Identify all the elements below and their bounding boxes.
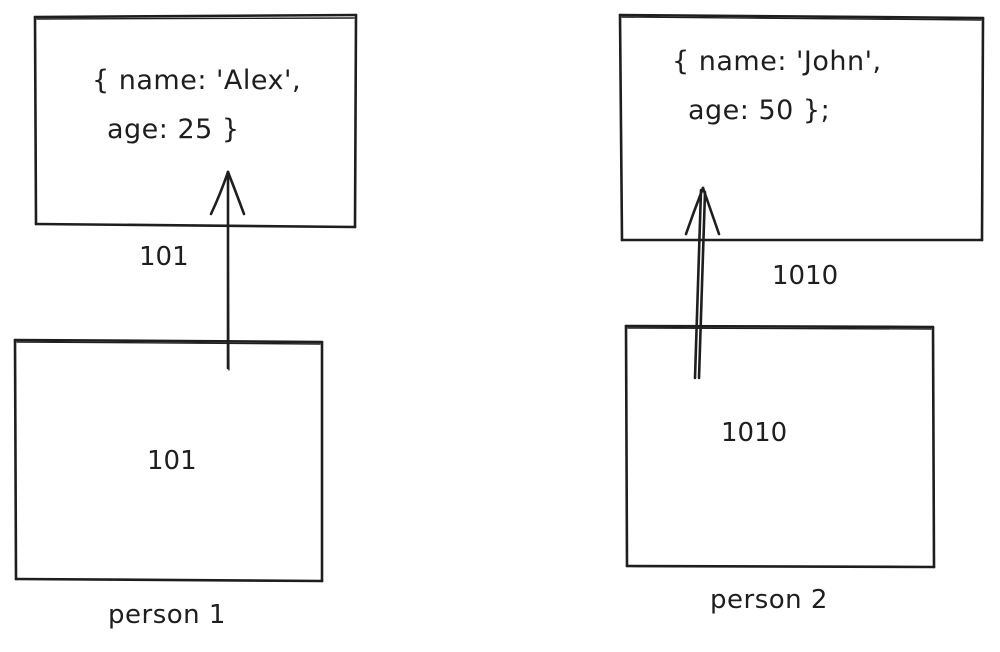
- reference-arrow-left: [209, 170, 246, 371]
- variable-box-left: [13, 338, 324, 583]
- object-left-address: 101: [139, 242, 189, 272]
- variable-left-caption: person 1: [108, 600, 226, 630]
- object-right-line-2: age: 50 };: [688, 95, 831, 126]
- object-left-line-1: { name: 'Alex',: [92, 65, 302, 96]
- reference-arrow-right: [684, 186, 721, 380]
- variable-right-value: 1010: [721, 418, 788, 448]
- object-box-left: [33, 13, 358, 229]
- object-right-address: 1010: [772, 261, 839, 291]
- variable-box-right: [624, 324, 936, 569]
- object-left-line-2: age: 25 }: [107, 114, 240, 145]
- variable-right-caption: person 2: [710, 585, 828, 615]
- object-right-line-1: { name: 'John',: [672, 46, 882, 77]
- variable-left-value: 101: [147, 446, 197, 476]
- object-box-right: [618, 13, 985, 242]
